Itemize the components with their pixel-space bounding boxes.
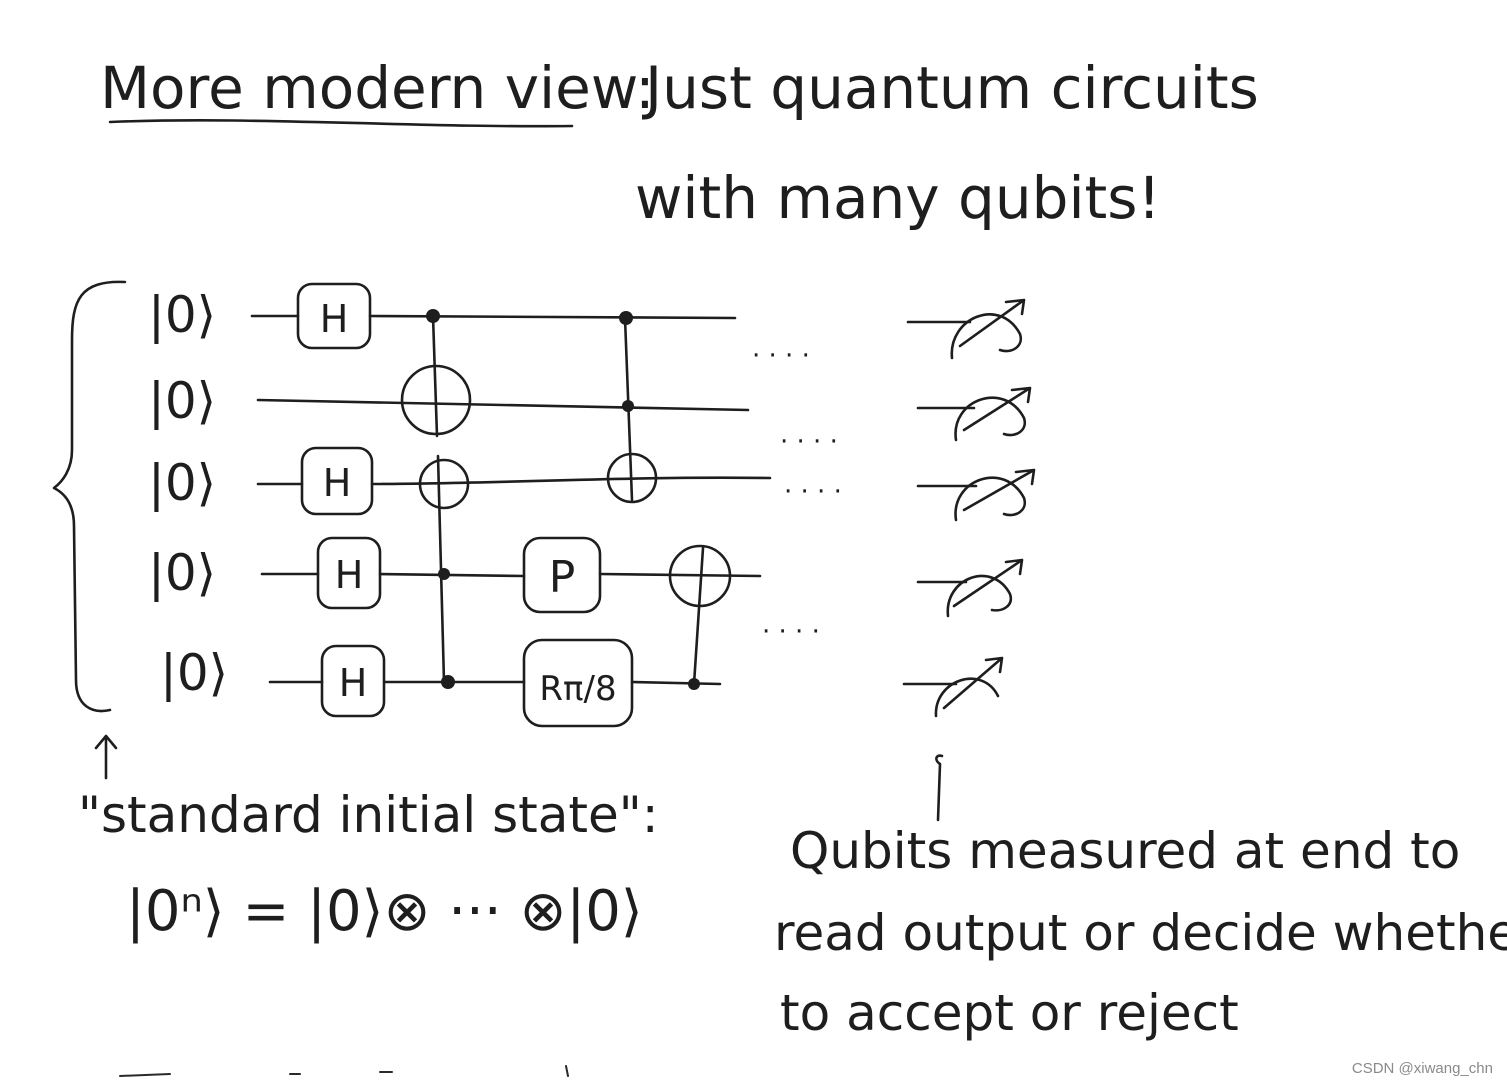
hadamard-gate-q1: H xyxy=(296,282,372,350)
qubit-2-label: |0⟩ xyxy=(148,372,216,430)
cnot-q1-to-q2 xyxy=(400,309,472,438)
hadamard-gate-q5: H xyxy=(320,644,386,718)
heading-subtitle-line1: Just quantum circuits xyxy=(642,54,1259,122)
measurement-arrow xyxy=(935,754,944,822)
controlled-gate-q4-q5-to-q3 xyxy=(418,454,470,689)
phase-gate-q4: P xyxy=(522,536,602,614)
heading-subtitle-line2: with many qubits! xyxy=(635,164,1161,232)
control-dot xyxy=(426,309,440,323)
ellipsis-q1: · · · · xyxy=(752,341,810,371)
qubit-register-brace xyxy=(52,280,127,713)
qubit-1-label: |0⟩ xyxy=(148,286,216,344)
control-dot xyxy=(441,675,455,689)
target-circle xyxy=(418,458,470,510)
rotation-gate-q5: Rπ/8 xyxy=(522,638,634,728)
ellipsis-q5: · · · · xyxy=(762,617,820,647)
qubit-4-label: |0⟩ xyxy=(148,544,216,602)
qubit-5-wire xyxy=(268,680,722,686)
qubit-4-wire xyxy=(260,572,762,578)
ellipsis-q3: · · · · xyxy=(784,477,842,507)
measurement-meter-q2-icon xyxy=(916,386,1032,442)
measurement-note-line1: Qubits measured at end to xyxy=(790,822,1460,880)
rotation-gate-q5-label: Rπ/8 xyxy=(539,669,616,709)
initial-state-label: "standard initial state": xyxy=(78,786,659,844)
measurement-meter-q1-icon xyxy=(906,298,1026,360)
hadamard-gate-q4-label: H xyxy=(335,553,364,597)
bottom-edge-marks xyxy=(119,1065,569,1077)
hadamard-gate-q3: H xyxy=(300,446,374,516)
qubit-5-label: |0⟩ xyxy=(160,644,228,702)
control-dot xyxy=(622,400,634,412)
measurement-meter-q3-icon xyxy=(916,468,1036,522)
heading-underline xyxy=(108,119,574,128)
qubit-3-wire xyxy=(256,476,772,486)
target-circle xyxy=(606,452,658,504)
measurement-meter-q5-icon xyxy=(902,656,1004,718)
target-circle xyxy=(668,544,732,608)
target-circle xyxy=(400,364,472,436)
hadamard-gate-q5-label: H xyxy=(339,661,368,705)
controlled-gate-q1-q2-to-q3 xyxy=(606,311,658,504)
qubit-3-label: |0⟩ xyxy=(148,454,216,512)
hadamard-gate-q4: H xyxy=(316,536,382,610)
measurement-meter-q4-icon xyxy=(916,558,1024,618)
initial-state-arrow xyxy=(94,734,118,780)
control-dot xyxy=(438,568,450,580)
measurement-note-line3: to accept or reject xyxy=(780,984,1239,1042)
control-dot xyxy=(688,678,700,690)
hadamard-gate-q3-label: H xyxy=(323,461,352,505)
control-dot xyxy=(619,311,633,325)
heading-title: More modern view: xyxy=(100,54,655,122)
hadamard-gate-q1-label: H xyxy=(320,297,349,341)
watermark: CSDN @xiwang_chn xyxy=(1351,1060,1493,1077)
qubit-2-wire xyxy=(256,398,750,412)
ellipsis-q2: · · · · xyxy=(780,427,838,457)
cnot-q5-to-q4 xyxy=(668,544,732,690)
initial-state-formula: |0ⁿ⟩ = |0⟩⊗ ··· ⊗|0⟩ xyxy=(126,879,643,944)
measurement-note-line2: read output or decide whether xyxy=(774,904,1507,962)
phase-gate-q4-label: P xyxy=(549,552,576,603)
